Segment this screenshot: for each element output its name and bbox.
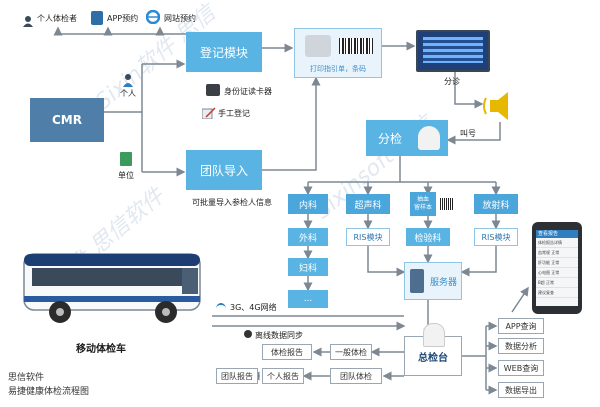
triage-label: 分诊 — [444, 77, 460, 86]
dept-ris-1: RIS模块 — [346, 228, 390, 246]
exam-box: 分检 — [366, 120, 448, 156]
dept-sampling: 抽血 留样本 — [410, 192, 436, 216]
person-label: 个人 — [120, 89, 136, 98]
barcode-icon — [339, 38, 373, 54]
doctor-icon — [423, 323, 445, 347]
output-box: 数据分析 — [498, 338, 544, 354]
phone-line: 血常规 正常 — [536, 248, 578, 258]
general-exam-box: 一般体检 — [330, 344, 372, 360]
top-web: 网站预约 — [164, 14, 196, 23]
dept-internal: 内科 — [288, 194, 328, 214]
output-box: 数据导出 — [498, 382, 544, 398]
dept-gyn: 妇科 — [288, 258, 328, 276]
print-box: 打印指引单，条码 — [294, 28, 382, 78]
wifi-icon — [216, 303, 226, 315]
phone-line: 体检报告详情 — [536, 238, 578, 248]
console-label: 总检台 — [418, 352, 448, 364]
print-label: 打印指引单，条码 — [310, 65, 366, 73]
id-reader-label: 身份证读卡器 — [224, 87, 272, 96]
phone-line: B超 正常 — [536, 278, 578, 288]
footer-company: 思信软件 — [8, 373, 45, 383]
browser-icon — [145, 9, 161, 25]
dept-surgery: 外科 — [288, 228, 328, 246]
phone-line: 建议复查 — [536, 288, 578, 298]
phone-line: 肝功能 正常 — [536, 258, 578, 268]
network-label: 3G、4G网络 — [230, 303, 277, 312]
server-icon — [410, 269, 424, 293]
phone-line: 心电图 正常 — [536, 268, 578, 278]
team-import-box: 团队导入 — [186, 150, 262, 190]
sync-icon — [244, 330, 252, 338]
dept-radiology: 放射科 — [474, 194, 518, 214]
server-box: 服务器 — [404, 262, 462, 300]
output-box: APP查询 — [498, 318, 544, 334]
team-import-note: 可批量导入参检人信息 — [192, 198, 272, 207]
output-box: WEB查询 — [498, 360, 544, 376]
phone-header: 查看报告 — [536, 230, 578, 238]
top-personal: 个人体检者 — [37, 14, 77, 23]
call-label: 叫号 — [460, 129, 476, 138]
exam-report-box: 体检报告 — [262, 344, 312, 360]
qr-icon — [91, 11, 103, 25]
team-report-box: 团队报告 — [216, 368, 258, 384]
personal-report-box: 个人报告 — [262, 368, 304, 384]
bus-illustration — [20, 244, 208, 328]
dept-more: ... — [288, 290, 328, 308]
speaker-icon — [482, 88, 522, 124]
footer-title: 易捷健康体检流程图 — [8, 387, 90, 397]
doctor-icon — [418, 126, 440, 150]
exam-label: 分检 — [378, 131, 403, 146]
top-app: APP预约 — [107, 14, 139, 23]
cmr-box: CMR — [30, 98, 104, 142]
server-label: 服务器 — [429, 277, 457, 288]
dept-ris-2: RIS模块 — [474, 228, 518, 246]
person-icon — [22, 12, 34, 27]
team-exam-box: 团队体检 — [330, 368, 382, 384]
offline-label: 离线数据同步 — [255, 331, 303, 340]
dept-ultrasound: 超声科 — [346, 194, 390, 214]
printer-icon — [305, 35, 331, 57]
console-box: 总检台 — [404, 323, 462, 376]
card-reader-icon — [206, 84, 220, 96]
register-box: 登记模块 — [186, 32, 262, 72]
triage-screen — [416, 30, 490, 72]
unit-label: 单位 — [118, 171, 134, 180]
manual-label: 手工登记 — [218, 109, 250, 118]
person-icon — [122, 72, 134, 87]
handwriting-icon — [201, 104, 216, 120]
dept-lab: 检验科 — [406, 228, 450, 246]
spreadsheet-icon — [120, 152, 132, 166]
barcode-icon — [440, 198, 454, 210]
bus-label: 移动体检车 — [76, 344, 126, 355]
